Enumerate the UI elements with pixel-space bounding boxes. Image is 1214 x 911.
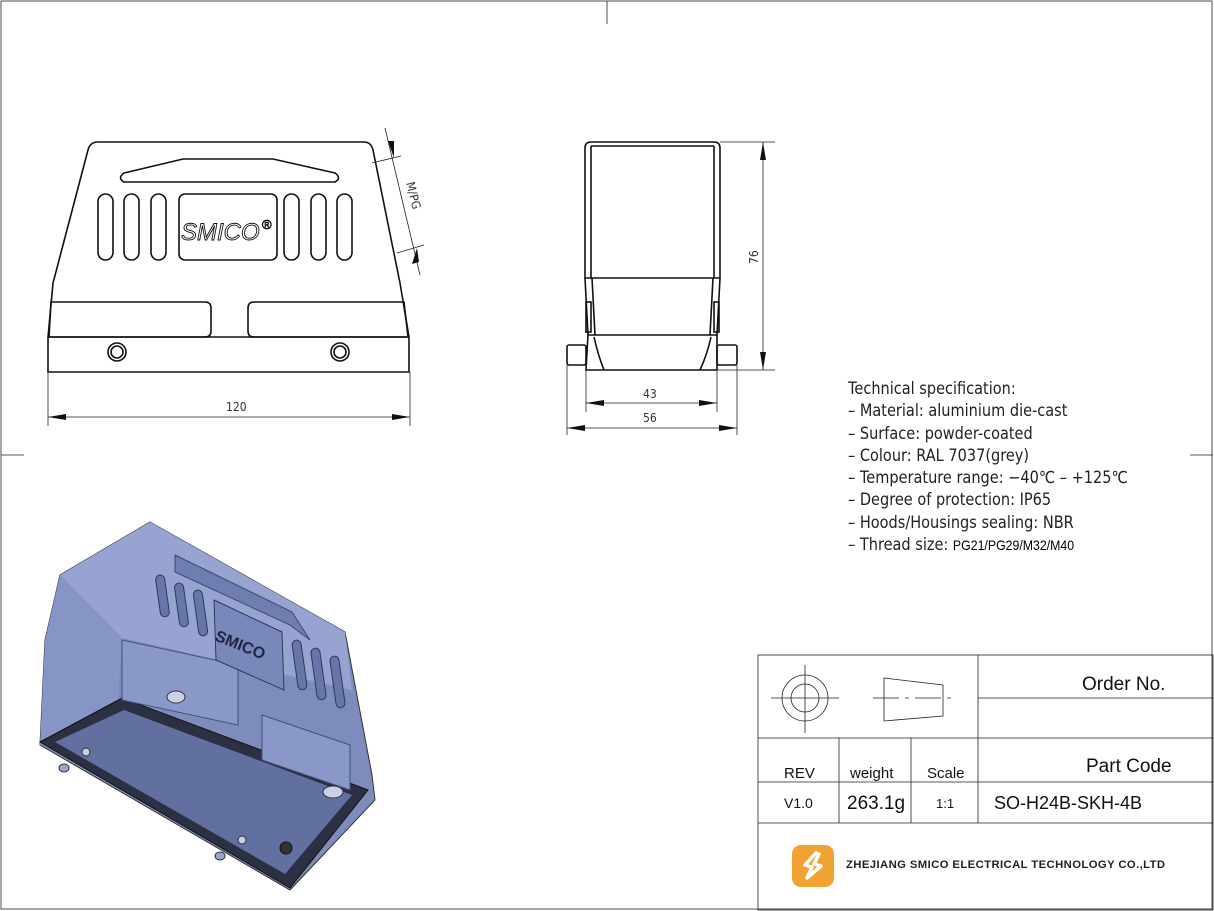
dimension-thread: M/PG: [403, 180, 423, 210]
thread-label: – Thread size:: [848, 535, 953, 555]
technical-specification: Technical specification: – Material: alu…: [848, 378, 1128, 556]
spec-item-thread: – Thread size: PG21/PG29/M32/M40: [848, 534, 1128, 556]
dimension-height: 76: [747, 250, 761, 264]
dimension-inner-width: 43: [643, 387, 657, 401]
spec-item: – Hoods/Housings sealing: NBR: [848, 512, 1074, 532]
side-view: 76 43 56: [566, 141, 775, 435]
projection-symbol-icon: [771, 665, 953, 733]
window-left: [48, 301, 212, 338]
front-view: SMICO ® 120 M/PG: [47, 127, 425, 426]
title-block-grid: [757, 654, 1214, 911]
spec-item: – Degree of protection: IP65: [848, 490, 1052, 510]
company-name: ZHEJIANG SMICO ELECTRICAL TECHNOLOGY CO.…: [846, 859, 1166, 871]
registered-mark: ®: [262, 217, 272, 232]
dimension-width: 120: [226, 400, 247, 414]
scale-label: Scale: [927, 765, 965, 782]
company-logo-icon: [792, 845, 834, 887]
weight-value: 263.1g: [847, 793, 906, 814]
spec-item: – Surface: powder-coated: [848, 423, 1033, 443]
weight-label: weight: [850, 765, 894, 782]
dimension-outer-width: 56: [643, 411, 657, 425]
spec-item: – Material: aluminium die-cast: [848, 401, 1068, 421]
isometric-view: SMICO: [38, 521, 376, 891]
scale-value: 1:1: [936, 796, 955, 811]
part-code-label: Part Code: [1086, 756, 1172, 777]
rev-label: REV: [784, 765, 815, 782]
rev-value: V1.0: [784, 795, 813, 811]
thread-value: PG21/PG29/M32/M40: [952, 537, 1075, 554]
order-no-label: Order No.: [1082, 674, 1166, 695]
window-right: [247, 301, 409, 338]
part-code-value: SO-H24B-SKH-4B: [994, 793, 1143, 813]
spec-item: – Temperature range: −40℃ – +125℃: [848, 468, 1128, 488]
spec-title: Technical specification:: [848, 379, 1016, 398]
logo-plate: [178, 193, 278, 261]
brand-logo: SMICO: [181, 219, 260, 246]
spec-item: – Colour: RAL 7037(grey): [848, 445, 1030, 465]
handle-outline: [119, 158, 340, 183]
